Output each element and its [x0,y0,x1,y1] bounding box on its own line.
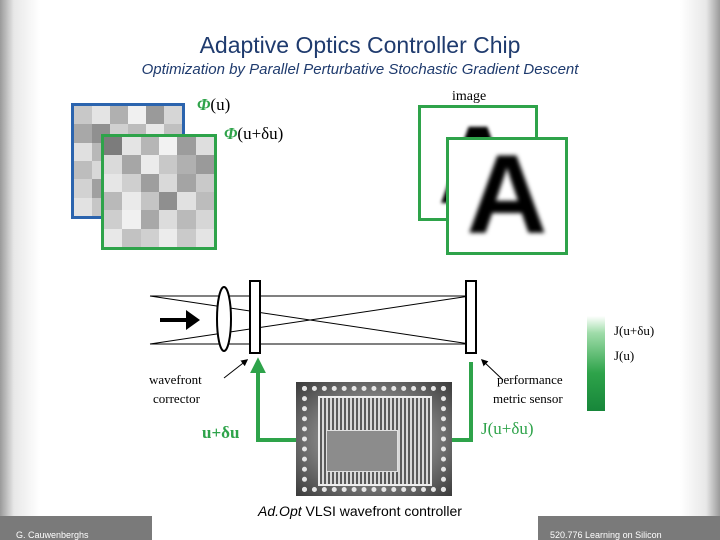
perf-sensor-label-2: metric sensor [493,391,563,406]
phase-cell [177,210,196,229]
phase-cell [159,192,178,211]
lens [216,286,232,352]
chip-caption: Ad.Opt VLSI wavefront controller [258,503,462,519]
phase-cell [140,137,159,156]
phase-cell [74,142,92,161]
performance-metric-bar [587,316,605,411]
phase-pattern-u-plus-du [101,134,217,250]
letter-a-front: A [466,137,548,255]
phase-cell [195,228,214,247]
footer-right-bar [538,516,720,540]
phi-u-du-label: Φ(u+δu) [224,124,284,143]
phi-u-label: Φ(u) [197,95,231,114]
phase-cell [140,228,159,247]
phase-cell [74,161,92,180]
phase-cell [122,155,141,174]
phase-cell [104,137,123,156]
phase-cell [140,173,159,192]
feedback-line [452,362,473,442]
phase-cell [159,173,178,192]
phase-cell [122,137,141,156]
phase-cell [195,173,214,192]
phase-cell [159,210,178,229]
phase-cell [177,228,196,247]
slide-subtitle: Optimization by Parallel Perturbative St… [141,61,579,78]
j-u-du-bar-label: J(u+δu) [614,323,655,338]
phase-cell [177,155,196,174]
wavefront-corrector-mirror [249,280,261,354]
phase-cell [159,228,178,247]
phase-cell [104,210,123,229]
phase-cell [104,192,123,211]
input-beam-arrow [160,310,200,330]
phase-cell [159,137,178,156]
phase-cell [177,137,196,156]
phase-cell [128,106,146,125]
phase-cell [92,106,110,125]
phase-cell [164,106,182,125]
phase-cell [140,155,159,174]
phase-cell [140,210,159,229]
phase-cell [195,137,214,156]
j-u-du-green-label: J(u+δu) [481,419,534,438]
phase-cell [177,192,196,211]
phase-cell [122,228,141,247]
u-du-label: u+δu [202,423,240,442]
pointer-sensor [480,359,504,381]
sensor-plate [465,280,477,354]
footer-course: 520.776 Learning on Silicon [550,530,662,540]
perf-sensor-label-1: performance [497,372,563,387]
image-label: image [452,89,487,104]
phase-cell [122,210,141,229]
phase-cell [110,106,128,125]
phase-cell [104,155,123,174]
light-rays [149,295,471,345]
wavefront-corrector-label-1: wavefront [149,372,202,387]
chip-bond-pads [302,386,446,492]
image-frame-front: A [446,137,568,255]
phase-cell [146,106,164,125]
wavefront-corrector-label-2: corrector [153,391,200,406]
control-arrow-u-du [250,357,296,442]
phase-cell [195,192,214,211]
phase-cell [177,173,196,192]
chip-logic-block [326,430,398,472]
slide-title: Adaptive Optics Controller Chip [199,32,521,58]
phase-cell [74,179,92,198]
vlsi-chip-photo [296,382,452,496]
phase-cell [159,155,178,174]
footer-author: G. Cauwenberghs [16,530,89,540]
phase-cell [122,192,141,211]
phase-cell [122,173,141,192]
phase-cell [104,228,123,247]
phase-cell [104,173,123,192]
phase-cell [195,155,214,174]
j-u-bar-label: J(u) [614,348,635,363]
phase-cell [74,124,92,143]
phase-cell [140,192,159,211]
footer-left-bar [0,516,152,540]
phase-cell [74,197,92,216]
phase-cell [74,106,92,125]
phase-cell [195,210,214,229]
pointer-corrector [223,359,249,379]
